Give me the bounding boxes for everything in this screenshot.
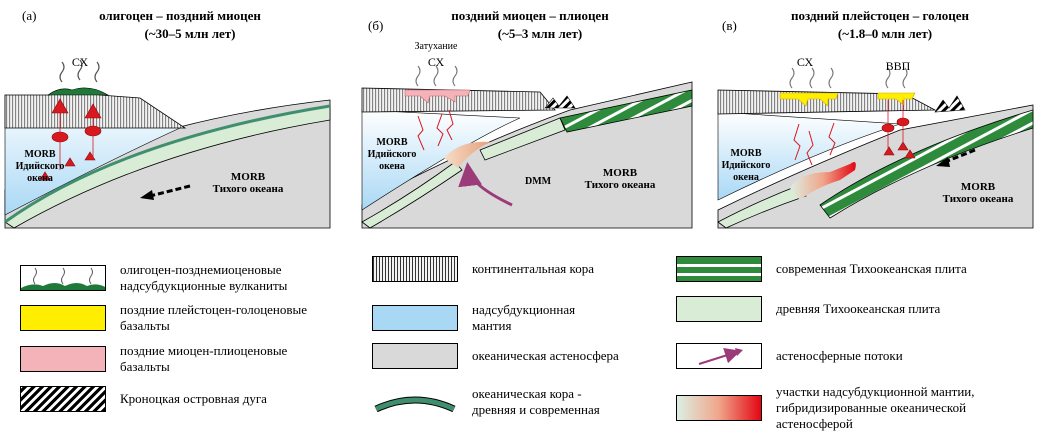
panel-a: [4, 59, 331, 229]
panel-a-subtitle: (~30–5 млн лет): [144, 26, 235, 41]
ancient-plate-c: [717, 184, 807, 229]
panel-a-letter: (а): [22, 8, 36, 23]
legend-ancient-pacific-plate: древняя Тихоокеанская плита: [676, 296, 940, 322]
asthenospheric-flows-swatch: [676, 343, 762, 369]
legend-asthenospheric-flows: астеносферные потоки: [676, 343, 903, 369]
label-fading: Затухание: [415, 41, 458, 52]
basalts-b: [404, 89, 471, 104]
volcanics-a: [47, 87, 110, 96]
legend-kronotsky-arc: Кроноцкая островная дуга: [20, 386, 267, 412]
legend-modern-pacific-plate-text: современная Тихоокеанская плита: [776, 261, 967, 276]
panel-c-letter: (в): [722, 18, 737, 33]
legend-hybridized-mantle: участки надсубдукционной мантии, гибриди…: [676, 384, 975, 432]
basalts-c-vvp: [877, 92, 916, 106]
legend-oceanic-asthenosphere: океаническая астеносфера: [372, 343, 619, 369]
panel-b-letter: (б): [368, 18, 383, 33]
legend-late-miocene-basalts-text: поздние миоцен-плиоценовые базальты: [120, 343, 288, 374]
panel-c-title: поздний плейстоцен – голоцен: [791, 8, 970, 23]
legend-late-miocene-basalts: поздние миоцен-плиоценовые базальты: [20, 343, 287, 375]
basalts-c-sx: [779, 92, 839, 107]
panel-b-title: поздний миоцен – плиоцен: [451, 8, 609, 23]
legend-hybridized-mantle-text: участки надсубдукционной мантии, гибриди…: [776, 384, 975, 431]
arc-c: [934, 95, 966, 113]
asthenosphere-flow-arrow-b: [458, 162, 513, 207]
hybrid-zone-b: [444, 141, 490, 168]
panel-c: [717, 67, 1034, 229]
label-sx-b: СХ: [428, 55, 445, 69]
legend-volcanics: олигоцен-позднемиоценовые надсубдукционн…: [20, 262, 287, 294]
legend-continental-crust-text: континентальная кора: [472, 261, 594, 276]
continental-crust-swatch: [372, 256, 458, 282]
arc-b: [544, 95, 576, 109]
hybrid-zone-c: [790, 162, 856, 200]
modern-plate-c: [819, 109, 1034, 219]
ancient-plate-b2: [479, 117, 566, 161]
legend-oceanic-crust: океаническая кора - древняя и современна…: [372, 386, 600, 418]
label-sx-a: СХ: [72, 55, 89, 69]
panel-c-subtitle: (~1.8–0 млн лет): [838, 26, 932, 41]
suprasubduction-mantle-swatch: [372, 305, 458, 331]
legend-oceanic-asthenosphere-text: океаническая астеносфера: [472, 348, 619, 363]
oceanic-asthenosphere-swatch: [372, 343, 458, 369]
modern-pacific-plate-swatch: [676, 256, 762, 282]
legend-kronotsky-arc-text: Кроноцкая островная дуга: [120, 391, 267, 406]
legend-suprasubduction-mantle: надсубдукционная мантия: [372, 302, 575, 334]
panel-b-subtitle: (~5–3 млн лет): [498, 26, 583, 41]
panel-a-title: олигоцен – поздний миоцен: [99, 8, 261, 23]
label-dmm: DMM: [525, 176, 552, 187]
ancient-pacific-plate-swatch: [676, 296, 762, 322]
legend-volcanics-text: олигоцен-позднемиоценовые надсубдукционн…: [120, 262, 288, 293]
label-sx-c: СХ: [797, 55, 814, 69]
late-miocene-basalts-swatch: [20, 346, 106, 372]
hybridized-mantle-swatch: [676, 395, 762, 421]
late-pleistocene-basalts-swatch: [20, 305, 106, 331]
legend-modern-pacific-plate: современная Тихоокеанская плита: [676, 256, 967, 282]
legend-asthenospheric-flows-text: астеносферные потоки: [776, 348, 903, 363]
legend-late-pleistocene-basalts: поздние плейстоцен-голоценовые базальты: [20, 302, 307, 334]
label-vvp: ВВП: [886, 59, 911, 73]
legend-ancient-pacific-plate-text: древняя Тихоокеанская плита: [776, 301, 941, 316]
legend-oceanic-crust-text: океаническая кора - древняя и современна…: [472, 386, 600, 417]
legend-continental-crust: континентальная кора: [372, 256, 594, 282]
legend-late-pleistocene-basalts-text: поздние плейстоцен-голоценовые базальты: [120, 302, 308, 333]
modern-plate-b: [559, 89, 693, 133]
volcanics-swatch: [20, 265, 106, 291]
oceanic-crust-swatch: [372, 389, 458, 415]
legend-suprasubduction-mantle-text: надсубдукционная мантия: [472, 302, 576, 333]
oceanic-crust-a: [4, 104, 331, 224]
panel-b: [361, 65, 693, 229]
kronotsky-arc-swatch: [20, 386, 106, 412]
